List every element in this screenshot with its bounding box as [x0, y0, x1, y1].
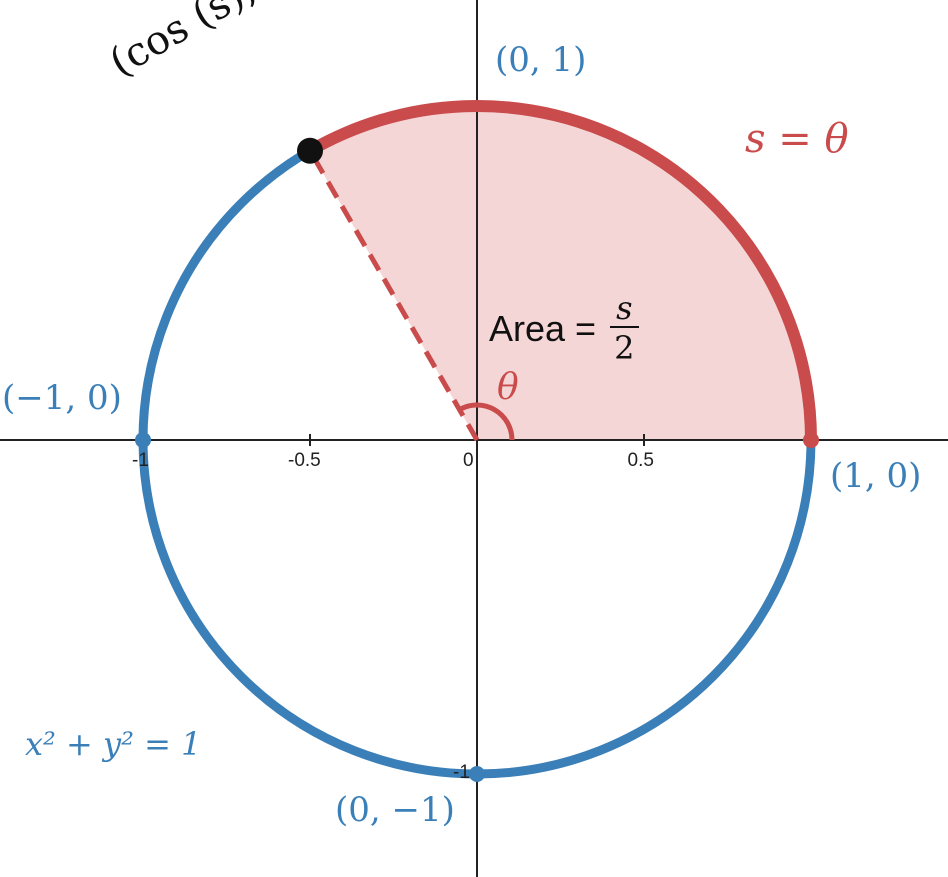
y-tick-label: -1 — [453, 762, 470, 783]
label-bottom: (0, −1) — [335, 790, 455, 830]
area-formula: Area = s 2 — [489, 290, 639, 368]
arc-equation: s = θ — [745, 116, 849, 162]
arc-length-s — [304, 100, 817, 446]
x-tick-label: 0.5 — [627, 450, 654, 471]
area-denominator: 2 — [614, 329, 635, 367]
label-right: (1, 0) — [830, 456, 922, 496]
circle-equation: x² + y² = 1 — [25, 725, 202, 763]
x-tick-label: -1 — [132, 450, 149, 471]
area-fraction: s 2 — [610, 290, 639, 368]
intercept-point — [135, 432, 151, 448]
intercept-point — [469, 766, 485, 782]
sector-fill — [310, 105, 811, 440]
x-tick-label: -0.5 — [288, 450, 321, 471]
x-tick-label: 0 — [463, 450, 474, 471]
label-top: (0, 1) — [495, 40, 587, 80]
theta-label: θ — [497, 367, 519, 408]
angle-theta-arc — [458, 402, 515, 441]
area-numerator: s — [610, 290, 639, 328]
point-cos-sin — [297, 137, 323, 164]
intercept-point-1-0 — [803, 432, 819, 448]
label-left: (−1, 0) — [2, 378, 122, 418]
area-prefix: Area = — [489, 308, 597, 349]
